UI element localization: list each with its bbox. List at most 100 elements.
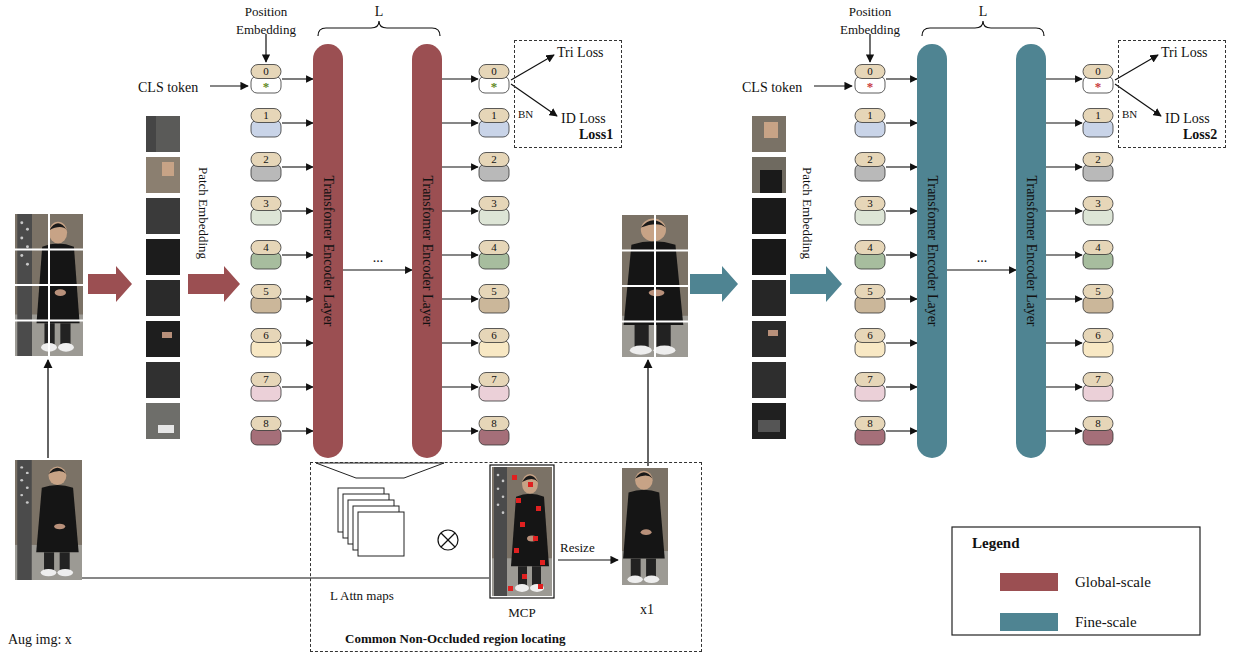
token-embedding: 8 [250,416,282,446]
position-tag [479,285,509,299]
token-index: 8 [1095,416,1101,430]
encoder-layer: Transfomer Encoder Layer [1016,44,1046,458]
token-index: 2 [867,152,873,166]
token-embedding: 2 [854,152,886,182]
label-box: Position Embedding [228,2,304,38]
ellipsis: ... [373,250,384,265]
token-index: 4 [263,240,269,254]
connector [282,386,313,387]
token-embedding: 6 [854,328,886,358]
token-index: 3 [1095,196,1101,210]
position-tag [251,241,281,255]
legend-swatch [1000,573,1058,591]
token-index: 1 [1095,108,1101,122]
token-index: 0 [867,64,873,78]
maps-label: L Attn maps [330,588,394,603]
loss-arrow [1115,84,1161,116]
patched-image [594,210,688,359]
connector [442,430,478,431]
token-embedding: 8 [478,416,510,446]
position-tag [1083,241,1113,255]
position-tag [855,373,885,387]
mcp-points [508,475,545,591]
token-index: 2 [1095,152,1101,166]
connector [947,269,1016,270]
connector [886,386,917,387]
label-box: Aug img: x [8,630,118,648]
funnel [316,463,444,478]
connector [282,210,313,211]
token-embedding: 4 [478,240,510,270]
token-embedding: 7 [854,372,886,402]
token-index: 0 [491,64,497,78]
token-embedding: 5 [250,284,282,314]
label-box: ... [964,248,1000,266]
token-index: 6 [1095,328,1101,342]
connector [886,298,917,299]
connector [886,78,917,79]
token-embedding: 1 [250,108,282,138]
bn-label: BN [1122,108,1137,120]
token-embedding: 7 [478,372,510,402]
token-embedding: 1 [854,108,886,138]
token-embedding: 0* [250,64,282,94]
region-title: Common Non-Occluded region locating [345,631,701,647]
loss-title: Loss1 [579,127,621,143]
token-index: 8 [263,416,269,430]
layer-title: Transfomer Encoder Layer [917,44,947,458]
mcp-image [492,467,552,596]
mcp-label: MCP [508,605,535,620]
label-box: Legend [972,534,1092,552]
legend-text: Global-scale [1075,572,1151,592]
position-tag [251,197,281,211]
cls-arrow [814,85,852,86]
connector [1046,254,1082,255]
label-box: Patch Embedding [798,158,816,268]
position-tag [479,329,509,343]
loss-box: Tri LossID LossLoss1 [514,40,622,148]
token-index: 4 [1095,240,1101,254]
connector [886,342,917,343]
image-line [82,577,489,578]
label-box: Patch Embedding [194,158,212,268]
loss-arrow [511,84,557,116]
token-embedding: 5 [478,284,510,314]
step-label: Resize [560,540,595,555]
connector [442,210,478,211]
position-tag [1083,109,1113,123]
loss-name: Tri Loss [557,45,621,61]
step-label: Patch Embedding [798,158,816,268]
token-index: 5 [263,284,269,298]
attention-maps [338,488,404,556]
position-tag [479,153,509,167]
connector [886,166,917,167]
connector [1046,386,1082,387]
step-label: Patch Embedding [194,158,212,268]
position-tag [251,417,281,431]
brace [922,21,1044,36]
legend-row: Fine-scale [1000,612,1190,632]
connector [442,386,478,387]
layer-title: Transfomer Encoder Layer [313,44,343,458]
label-box: MCP [498,603,546,621]
token-index: 7 [867,372,873,386]
token-index: 5 [867,284,873,298]
position-tag [251,109,281,123]
label-box: ... [360,248,396,266]
token-embedding: 0* [1082,64,1114,94]
token-index: 2 [263,152,269,166]
connector [886,430,917,431]
token-embedding: 6 [250,328,282,358]
token-index: 6 [867,328,873,342]
connector [282,430,313,431]
augmented-image [15,460,82,580]
connector [282,78,313,79]
position-arrow [265,34,266,62]
loss-arrow [511,55,554,80]
legend-frame [952,527,1200,635]
encoder-layer: Transfomer Encoder Layer [313,44,343,458]
token-label: CLS token [742,80,802,95]
